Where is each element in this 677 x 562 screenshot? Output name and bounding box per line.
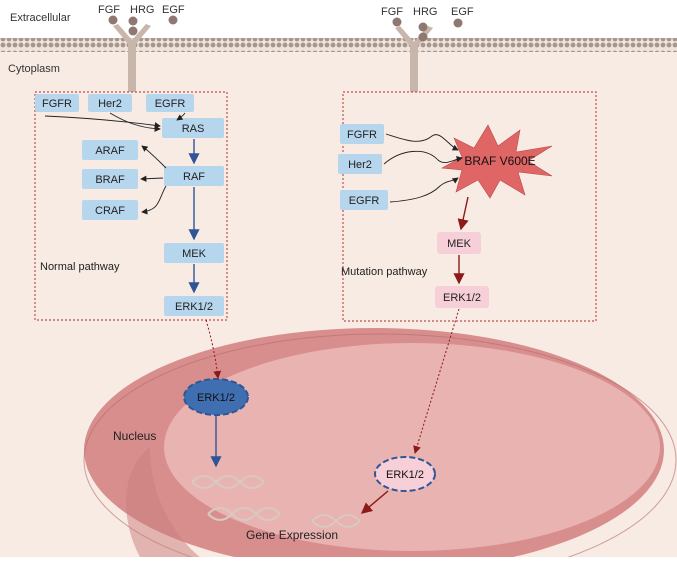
- cell-membrane: [0, 38, 677, 52]
- svg-text:BRAF: BRAF: [95, 174, 125, 186]
- ligand-label-egf-right: EGF: [451, 6, 474, 18]
- svg-text:ERK1/2: ERK1/2: [175, 301, 213, 313]
- arrow-raf-craf: [141, 185, 167, 215]
- svg-text:MEK: MEK: [447, 238, 472, 250]
- arrow-fgfr-ras: [44, 115, 161, 129]
- arrow-raf-braf: [140, 175, 164, 182]
- nucleus-erk-normal: ERK1/2: [183, 378, 249, 416]
- svg-text:RAF: RAF: [183, 171, 205, 183]
- normal-pathway-panel: [34, 91, 228, 321]
- ligand-hrg-left-2: [128, 26, 138, 36]
- dna-helix-2: [207, 507, 281, 521]
- svg-text:ERK1/2: ERK1/2: [386, 469, 424, 481]
- ligand-label-hrg-right: HRG: [413, 6, 437, 18]
- normal-craf-box: CRAF: [82, 200, 138, 220]
- arrow-mut-fgfr-braf: [385, 133, 459, 151]
- ligand-label-fgf-right: FGF: [381, 6, 403, 18]
- arrow-erk-translocation-mutation: [413, 308, 460, 454]
- ligand-fgf-right: [392, 17, 402, 27]
- svg-text:ERK1/2: ERK1/2: [197, 392, 235, 404]
- svg-text:EGFR: EGFR: [349, 195, 380, 207]
- cytoplasm-label: Cytoplasm: [8, 63, 60, 75]
- normal-receptor-egfr: EGFR: [146, 94, 194, 112]
- mutation-pathway-title: Mutation pathway: [341, 266, 428, 278]
- ligand-label-egf-left: EGF: [162, 4, 185, 16]
- mutation-receptor-fgfr: FGFR: [340, 124, 384, 144]
- normal-braf-box: BRAF: [82, 169, 138, 189]
- normal-erk-box: ERK1/2: [164, 296, 224, 316]
- arrow-braf-mek: [457, 196, 469, 231]
- ligand-egf-right: [453, 18, 463, 28]
- svg-text:FGFR: FGFR: [42, 98, 72, 110]
- ligand-hrg-right-2: [418, 32, 428, 42]
- normal-raf-box: RAF: [164, 166, 224, 186]
- ligand-label-fgf-left: FGF: [98, 4, 120, 16]
- normal-mek-box: MEK: [164, 243, 224, 263]
- ligand-hrg-right-1: [418, 22, 428, 32]
- arrow-mut-her2-braf: [383, 150, 463, 165]
- mutation-erk-box: ERK1/2: [435, 286, 489, 308]
- receptor-right: [395, 26, 433, 92]
- braf-v600e-label: BRAF V600E: [464, 154, 535, 168]
- normal-ras-box: RAS: [162, 118, 224, 138]
- mutation-receptor-egfr: EGFR: [340, 190, 388, 210]
- normal-araf-box: ARAF: [82, 140, 138, 160]
- svg-text:ARAF: ARAF: [95, 145, 125, 157]
- arrow-erk-translocation-normal: [205, 319, 222, 379]
- normal-pathway-title: Normal pathway: [40, 261, 120, 273]
- normal-receptor-her2: Her2: [88, 94, 132, 112]
- ligand-fgf-left: [108, 15, 118, 25]
- extracellular-label: Extracellular: [10, 12, 71, 24]
- svg-text:RAS: RAS: [182, 123, 205, 135]
- arrow-egfr-ras: [176, 112, 186, 121]
- arrow-erk-dna-mutation: [360, 490, 389, 514]
- nucleus-label: Nucleus: [113, 429, 156, 443]
- dna-helix-3: [311, 514, 361, 528]
- svg-text:EGFR: EGFR: [155, 98, 186, 110]
- arrow-her2-ras: [109, 112, 161, 132]
- svg-text:FGFR: FGFR: [347, 129, 377, 141]
- arrow-mut-egfr-braf: [389, 177, 459, 203]
- svg-text:Her2: Her2: [98, 98, 122, 110]
- mutation-receptor-her2: Her2: [338, 154, 382, 174]
- svg-text:Her2: Her2: [348, 159, 372, 171]
- mutation-mek-box: MEK: [437, 232, 481, 254]
- braf-v600e-star: [441, 124, 553, 199]
- svg-text:CRAF: CRAF: [95, 205, 125, 217]
- receptor-left: [113, 24, 151, 92]
- dna-helix-1: [191, 475, 265, 489]
- ligand-egf-left: [168, 15, 178, 25]
- normal-receptor-fgfr: FGFR: [35, 94, 79, 112]
- svg-text:MEK: MEK: [182, 248, 207, 260]
- nucleus-erk-mutation: ERK1/2: [374, 456, 436, 492]
- gene-expression-label: Gene Expression: [246, 528, 338, 542]
- ligand-hrg-left-1: [128, 16, 138, 26]
- svg-text:ERK1/2: ERK1/2: [443, 292, 481, 304]
- arrow-raf-araf: [141, 145, 167, 169]
- ligand-label-hrg-left: HRG: [130, 4, 154, 16]
